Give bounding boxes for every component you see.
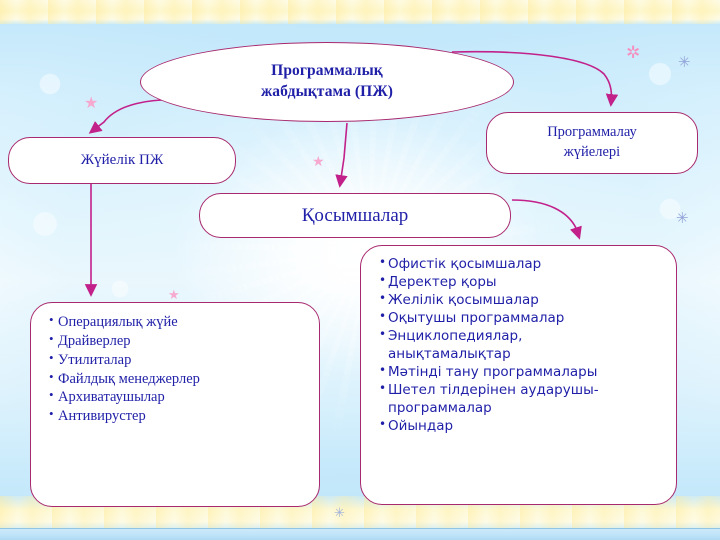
system-software-bullet-list: Операциялық жүйеДрайверлерУтилиталарФайл… bbox=[49, 312, 305, 426]
node-applications[interactable]: Қосымшалар bbox=[199, 193, 511, 238]
node-programming-systems-label: Программалау жүйелері bbox=[547, 123, 637, 162]
list-item: Файлдық менеджерлер bbox=[49, 369, 305, 389]
list-item: Мәтінді тану программалары bbox=[379, 363, 662, 382]
list-item: Энциклопедиялар, анықтамалықтар bbox=[379, 327, 662, 364]
node-applications-label: Қосымшалар bbox=[301, 204, 409, 226]
connector-root-to-applications bbox=[335, 122, 348, 188]
applications-bullet-list: Офистік қосымшаларДеректер қорыЖелілік қ… bbox=[379, 255, 662, 436]
list-item: Архиватаушылар bbox=[49, 387, 305, 407]
node-root-programmalyq-zhabdyqtama[interactable]: Программалық жабдықтама (ПЖ) bbox=[140, 42, 514, 122]
list-item: Желілік қосымшалар bbox=[379, 291, 662, 310]
list-item: Драйверлер bbox=[49, 331, 305, 351]
list-item: Шетел тілдерінен аударушы- программалар bbox=[379, 381, 662, 418]
node-system-software-label: Жүйелік ПЖ bbox=[80, 152, 164, 168]
node-root-label-line1: Программалық bbox=[271, 62, 383, 80]
footer-strip bbox=[0, 528, 720, 540]
list-item: Офистік қосымшалар bbox=[379, 255, 662, 274]
list-item: Антивирустер bbox=[49, 406, 305, 426]
list-item: Деректер қоры bbox=[379, 273, 662, 292]
list-item: Оқытушы программалар bbox=[379, 309, 662, 328]
connector-applications-to-list bbox=[511, 199, 582, 240]
connector-root-to-programming-systems bbox=[451, 50, 619, 107]
list-item: Ойындар bbox=[379, 417, 662, 436]
node-programming-systems-label-line1: Программалау bbox=[547, 124, 637, 141]
node-programming-systems[interactable]: Программалау жүйелері bbox=[486, 112, 698, 174]
node-system-software[interactable]: Жүйелік ПЖ bbox=[8, 137, 236, 184]
node-applications-list[interactable]: Офистік қосымшаларДеректер қорыЖелілік қ… bbox=[360, 245, 677, 505]
list-item: Операциялық жүйе bbox=[49, 312, 305, 332]
node-root-label: Программалық жабдықтама (ПЖ) bbox=[261, 61, 393, 103]
node-programming-systems-label-line2: жүйелері bbox=[563, 144, 621, 160]
ornamental-band-top bbox=[0, 0, 720, 24]
node-root-label-line2: жабдықтама (ПЖ) bbox=[260, 83, 394, 100]
node-system-software-list[interactable]: Операциялық жүйеДрайверлерУтилиталарФайл… bbox=[30, 302, 320, 507]
list-item: Утилиталар bbox=[49, 350, 305, 370]
